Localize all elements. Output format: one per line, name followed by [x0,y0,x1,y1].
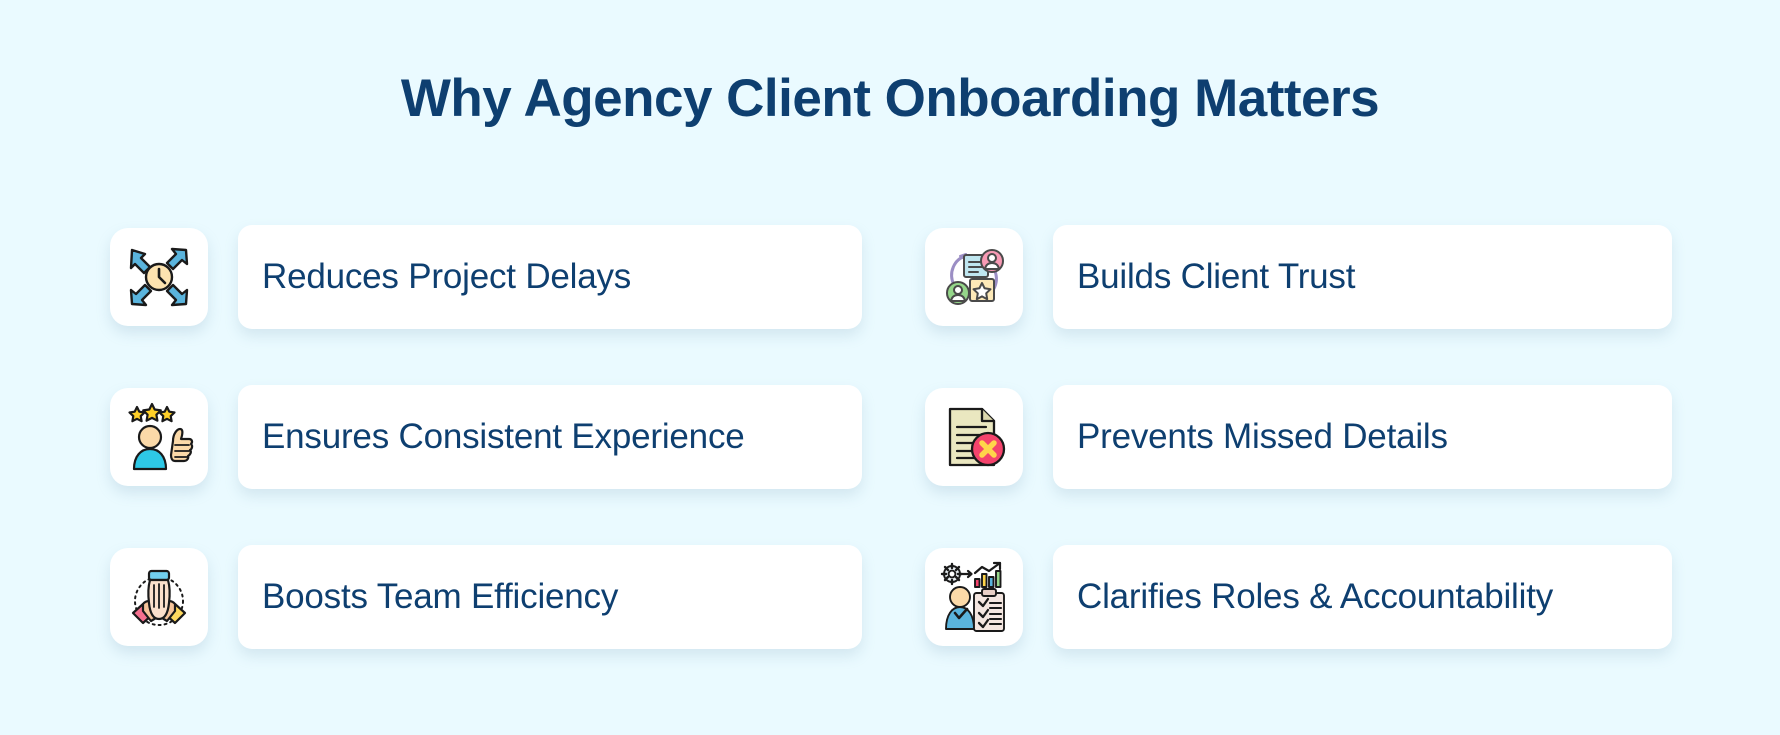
benefit-label-card[interactable]: Builds Client Trust [1053,225,1672,329]
two-avatars-document-star-icon [938,241,1010,313]
three-hands-together-icon-tile [110,548,208,646]
three-stars-thumbs-up-icon-tile [110,388,208,486]
person-gear-chart-clipboard-icon-tile [925,548,1023,646]
benefit-label-card[interactable]: Clarifies Roles & Accountability [1053,545,1672,649]
left-column: Reduces Project Delays [110,225,862,705]
document-with-error-badge-icon-tile [925,388,1023,486]
two-avatars-document-star-icon-tile [925,228,1023,326]
document-with-error-badge-icon [938,401,1010,473]
benefit-item[interactable]: Clarifies Roles & Accountability [925,545,1672,705]
benefit-label-card[interactable]: Reduces Project Delays [238,225,862,329]
right-column: Builds Client Trust [925,225,1672,705]
benefit-item[interactable]: Builds Client Trust [925,225,1672,385]
benefit-item[interactable]: Reduces Project Delays [110,225,862,385]
benefit-label-card[interactable]: Boosts Team Efficiency [238,545,862,649]
arrows-converging-clock-icon-tile [110,228,208,326]
benefit-label-card[interactable]: Prevents Missed Details [1053,385,1672,489]
benefit-label-card[interactable]: Ensures Consistent Experience [238,385,862,489]
benefit-label: Builds Client Trust [1077,256,1356,296]
benefit-label: Clarifies Roles & Accountability [1077,576,1554,616]
benefit-item[interactable]: Ensures Consistent Experience [110,385,862,545]
benefit-label: Boosts Team Efficiency [262,576,619,616]
benefit-item[interactable]: Prevents Missed Details [925,385,1672,545]
benefit-label: Prevents Missed Details [1077,416,1448,456]
three-stars-thumbs-up-icon [123,401,195,473]
page-title: Why Agency Client Onboarding Matters [400,69,1380,128]
benefit-item[interactable]: Boosts Team Efficiency [110,545,862,705]
arrows-converging-clock-icon [123,241,195,313]
three-hands-together-icon [123,561,195,633]
benefit-label: Ensures Consistent Experience [262,416,745,456]
benefit-label: Reduces Project Delays [262,256,632,296]
person-gear-chart-clipboard-icon [938,561,1010,633]
